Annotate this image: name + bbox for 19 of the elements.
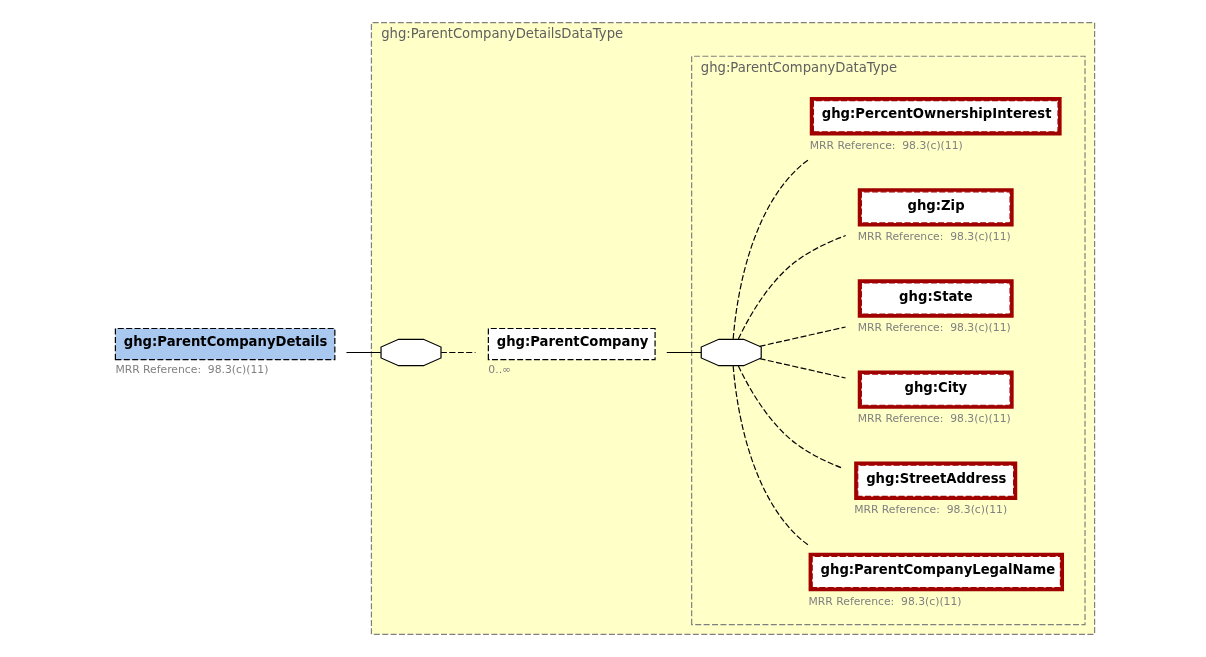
connector (665, 351, 702, 354)
node-label: MRR Reference: 98.3(c)(11) (808, 594, 962, 608)
node-octagon (379, 338, 442, 367)
connector (732, 158, 809, 340)
node-label: MRR Reference: 98.3(c)(11) (853, 503, 1007, 517)
node-octagon (700, 338, 762, 367)
connector (737, 365, 843, 469)
connector (758, 358, 846, 379)
connector (758, 326, 846, 347)
connector (440, 351, 476, 354)
connector (737, 234, 846, 340)
node-label: 0..∞ (487, 363, 511, 377)
node-label: MRR Reference: 98.3(c)(11) (809, 138, 963, 152)
node-label: MRR Reference: 98.3(c)(11) (857, 321, 1011, 335)
connector (732, 365, 809, 547)
node-label: MRR Reference: 98.3(c)(11) (857, 412, 1011, 426)
node-label: MRR Reference: 98.3(c)(11) (114, 363, 268, 377)
connector (345, 351, 381, 354)
node-label: MRR Reference: 98.3(c)(11) (857, 229, 1011, 243)
